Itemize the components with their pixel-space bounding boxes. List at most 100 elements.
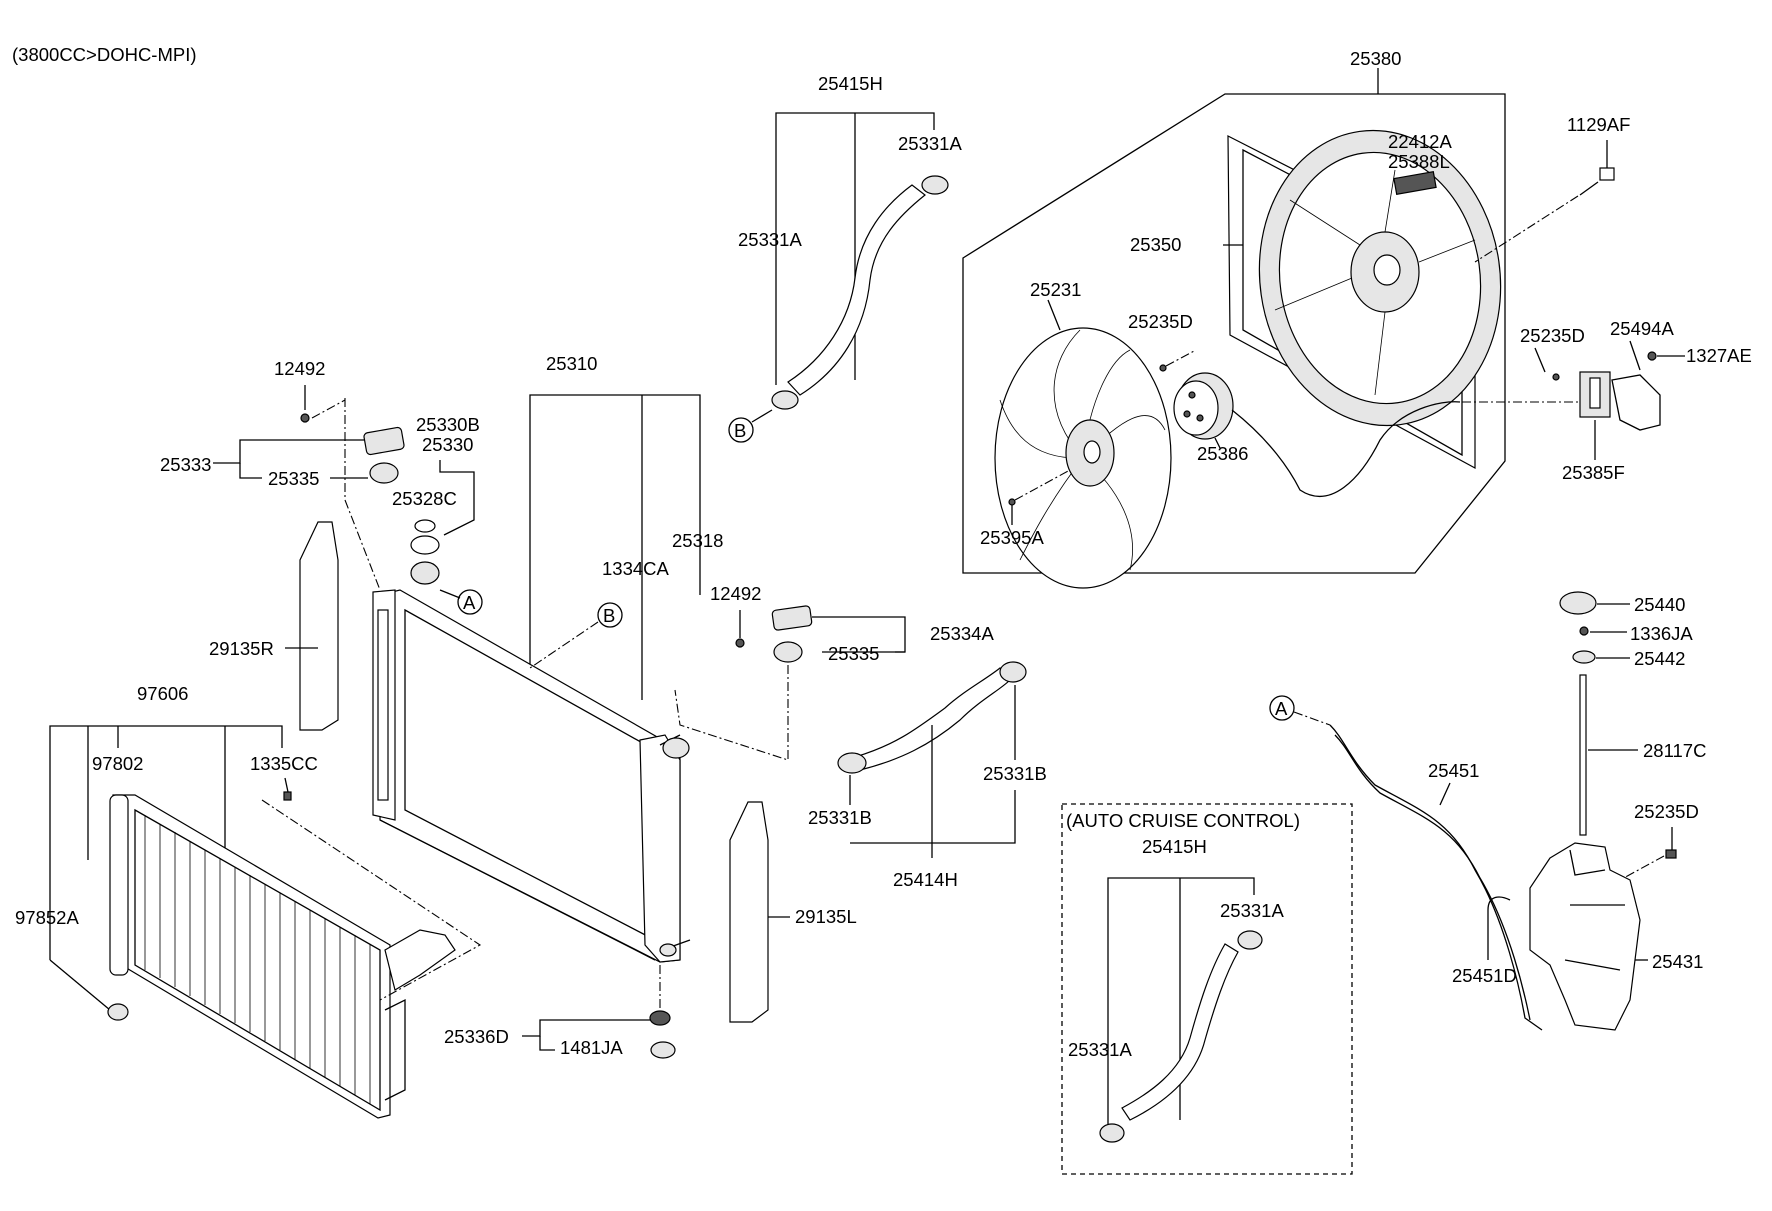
part-label-25331A-inset-left[interactable]: 25331A — [1068, 1039, 1132, 1060]
part-label-97802[interactable]: 97802 — [92, 753, 143, 774]
part-label-25395A[interactable]: 25395A — [980, 527, 1044, 548]
leader-97852A — [49, 959, 111, 1011]
part-label-1335CC[interactable]: 1335CC — [250, 753, 318, 774]
part-label-12492-right[interactable]: 12492 — [710, 583, 761, 604]
fan-motor-25386[interactable] — [1173, 372, 1461, 497]
lower-hose-25414H[interactable] — [854, 667, 1011, 771]
part-label-25386[interactable]: 25386 — [1197, 443, 1248, 464]
part-label-25414H[interactable]: 25414H — [893, 869, 958, 890]
seal-25335-left[interactable] — [369, 462, 399, 484]
radiator-group: 25310 25318 1334CA B 29135R 29135L 25336… — [209, 353, 857, 1059]
nut-1336JA[interactable] — [1579, 626, 1589, 636]
part-label-25330B[interactable]: 25330B — [416, 414, 480, 435]
part-label-25310[interactable]: 25310 — [546, 353, 597, 374]
oring-25330[interactable] — [410, 535, 440, 555]
cap-25334A[interactable] — [771, 605, 813, 631]
bracket-29135L[interactable] — [729, 801, 769, 1023]
part-label-25440[interactable]: 25440 — [1634, 594, 1685, 615]
part-label-1334CA[interactable]: 1334CA — [602, 558, 670, 579]
level-gauge-28117C[interactable] — [1579, 674, 1587, 836]
clamp-25331A-bottom[interactable] — [771, 390, 799, 410]
bracket-29135R[interactable] — [299, 521, 339, 731]
bushing-97852A[interactable] — [107, 1003, 129, 1021]
leader-97606 — [49, 725, 283, 960]
nut-1481JA[interactable] — [650, 1041, 676, 1059]
part-label-25235D-res[interactable]: 25235D — [1520, 325, 1585, 346]
cap-25440[interactable] — [1559, 591, 1597, 615]
part-label-25380[interactable]: 25380 — [1350, 48, 1401, 69]
lower-hose-group: 12492 25335 25334A 25331B 25331B 25414H — [674, 583, 1047, 890]
gasket-25328C[interactable] — [414, 519, 436, 533]
part-label-1327AE[interactable]: 1327AE — [1686, 345, 1752, 366]
part-label-25431[interactable]: 25431 — [1652, 951, 1703, 972]
overflow-hose-25451[interactable] — [1329, 724, 1543, 1031]
part-label-25330[interactable]: 25330 — [422, 434, 473, 455]
part-label-28117C[interactable]: 28117C — [1643, 740, 1706, 761]
part-label-25335-right[interactable]: 25335 — [828, 643, 879, 664]
part-label-25235D-reservoir[interactable]: 25235D — [1634, 801, 1699, 822]
fan-shroud-25350[interactable] — [1227, 115, 1519, 470]
part-label-25442[interactable]: 25442 — [1634, 648, 1685, 669]
auto-cruise-inset: (AUTO CRUISE CONTROL) 25415H 25331A 2533… — [1061, 803, 1353, 1175]
clamp-25331B-left[interactable] — [837, 752, 867, 774]
part-label-25415H[interactable]: 25415H — [818, 73, 883, 94]
part-label-1336JA[interactable]: 1336JA — [1630, 623, 1693, 644]
screw-25235D-reservoir[interactable] — [1665, 849, 1677, 859]
leader-25235D-res — [1534, 347, 1546, 373]
part-label-25331A-top-left[interactable]: 25331A — [738, 229, 802, 250]
part-label-25335-left[interactable]: 25335 — [268, 468, 319, 489]
part-label-25331B-left[interactable]: 25331B — [808, 807, 872, 828]
part-label-29135R[interactable]: 29135R — [209, 638, 274, 659]
part-label-25334A[interactable]: 25334A — [930, 623, 994, 644]
bolt-12492-right[interactable] — [735, 638, 745, 648]
seal-25335-right[interactable] — [773, 641, 803, 663]
part-label-25336D[interactable]: 25336D — [444, 1026, 509, 1047]
leader-25310 — [529, 394, 701, 668]
drain-tube-25451D[interactable] — [1487, 896, 1511, 960]
hose-25415H-inset[interactable] — [1121, 943, 1239, 1121]
part-label-25235D-fan[interactable]: 25235D — [1128, 311, 1193, 332]
part-label-22412A[interactable]: 22412A — [1388, 131, 1452, 152]
leader-25395A-dash — [1014, 469, 1071, 501]
part-label-25388L[interactable]: 25388L — [1388, 151, 1450, 172]
part-label-25331A-inset-right[interactable]: 25331A — [1220, 900, 1284, 921]
part-label-29135L[interactable]: 29135L — [795, 906, 857, 927]
part-label-12492-left[interactable]: 12492 — [274, 358, 325, 379]
part-label-25318[interactable]: 25318 — [672, 530, 723, 551]
plug-25336D[interactable] — [649, 1010, 671, 1026]
inset-title: (AUTO CRUISE CONTROL) — [1066, 810, 1300, 831]
resistor-25385F[interactable]: 25235D 25494A 1327AE 25385F — [1462, 318, 1752, 483]
part-label-25331A-top-right[interactable]: 25331A — [898, 133, 962, 154]
cap-25333[interactable] — [363, 426, 405, 456]
part-label-97852A[interactable]: 97852A — [15, 907, 79, 928]
washer-25442[interactable] — [1572, 650, 1596, 664]
radiator-core-25310[interactable] — [372, 589, 691, 963]
clamp-25331A-inset-bottom[interactable] — [1099, 1123, 1125, 1143]
fan-blade-25231[interactable] — [994, 327, 1172, 589]
clamp-25331A-inset-top[interactable] — [1237, 930, 1263, 950]
upper-hose-25415H[interactable] — [787, 184, 926, 396]
part-label-25328C[interactable]: 25328C — [392, 488, 457, 509]
clip-1335CC[interactable] — [283, 791, 292, 801]
part-label-25350[interactable]: 25350 — [1130, 234, 1181, 255]
part-label-97606[interactable]: 97606 — [137, 683, 188, 704]
part-label-1481JA[interactable]: 1481JA — [560, 1037, 623, 1058]
leader-25494A — [1629, 340, 1641, 371]
part-label-25451D[interactable]: 25451D — [1452, 965, 1517, 986]
callout-A-reservoir-label: A — [1275, 698, 1288, 719]
part-label-25331B-right[interactable]: 25331B — [983, 763, 1047, 784]
part-label-25451[interactable]: 25451 — [1428, 760, 1479, 781]
fan-assembly-outline — [962, 93, 1506, 574]
clamp-25331B-right[interactable] — [999, 661, 1027, 683]
part-label-25385F[interactable]: 25385F — [1562, 462, 1625, 483]
condenser-97606[interactable] — [109, 794, 456, 1119]
bolt-1129AF[interactable]: 1129AF — [1474, 114, 1630, 263]
part-label-25415H-inset[interactable]: 25415H — [1142, 836, 1207, 857]
bolt-12492-left[interactable] — [300, 413, 310, 423]
reservoir-25431[interactable] — [1529, 842, 1641, 1031]
part-label-1129AF[interactable]: 1129AF — [1567, 114, 1630, 135]
part-label-25231[interactable]: 25231 — [1030, 279, 1081, 300]
clamp-25331A-top[interactable] — [921, 175, 949, 195]
part-label-25333[interactable]: 25333 — [160, 454, 211, 475]
part-label-25494A[interactable]: 25494A — [1610, 318, 1674, 339]
